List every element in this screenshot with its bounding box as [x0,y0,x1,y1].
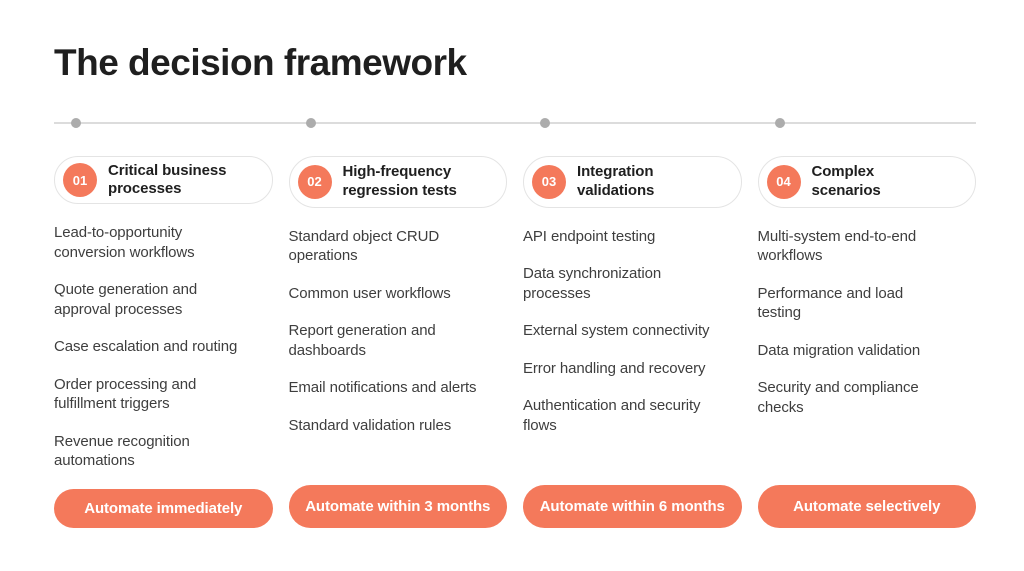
list-item: Data migration validation [757,341,921,359]
list-item: Lead-to-opportunity conversion workflows [54,224,195,261]
column-header-pill: 04 Complex scenarios [757,156,976,208]
column-title: Critical business processes [108,161,227,198]
page-title: The decision framework [54,42,467,83]
timeline-dot [774,118,785,129]
column-header-pill: 03 Integration validations [523,156,742,208]
column-action-button[interactable]: Automate selectively [757,485,976,529]
timeline-dots [54,118,976,129]
list-item: Data synchronization processes [523,265,662,302]
list-item: Report generation and dashboards [288,322,436,359]
timeline-dot [71,118,81,129]
list-item: Standard object CRUD operations [288,227,440,265]
column-title: High-frequency regression tests [342,163,457,199]
list-item: Authentication and security flows [523,397,701,434]
column-number-badge: 02 [297,164,332,199]
list-item: Revenue recognition automations [54,432,190,470]
timeline [54,118,976,129]
list-item: Order processing and fulfillment trigger… [54,375,197,413]
column-header-pill: 02 High-frequency regression tests [288,156,507,208]
list-item: Multi-system end-to-end workflows [757,227,917,265]
columns-row: 01 Critical business processes Lead-to-o… [54,156,977,529]
list-item: Standard validation rules [288,416,452,434]
column-items: Lead-to-opportunity conversion workflows… [54,223,273,489]
list-item: Email notifications and alerts [288,379,477,397]
timeline-dot [305,118,316,129]
list-item: Common user workflows [288,284,451,302]
timeline-line [54,122,976,125]
list-item: API endpoint testing [523,227,656,245]
column-title: Integration validations [577,163,655,199]
framework-column: 03 Integration validations API endpoint … [523,156,742,529]
framework-column: 01 Critical business processes Lead-to-o… [54,156,273,529]
column-header-pill: 01 Critical business processes [54,156,273,205]
column-title: Complex scenarios [811,163,881,199]
framework-column: 02 High-frequency regression tests Stand… [288,156,508,529]
list-item: Performance and load testing [757,284,904,322]
list-item: External system connectivity [523,322,710,340]
column-number-badge: 01 [63,163,97,198]
list-item: Case escalation and routing [54,338,238,356]
column-number-badge: 03 [532,164,566,199]
column-action-button[interactable]: Automate within 3 months [288,485,507,529]
list-item: Security and compliance checks [757,379,919,416]
list-item: Error handling and recovery [523,359,706,377]
timeline-dot [540,118,550,129]
column-number-badge: 04 [766,164,801,199]
list-item: Quote generation and approval processes [54,281,198,318]
column-action-button[interactable]: Automate within 6 months [523,485,742,529]
column-action-button[interactable]: Automate immediately [54,488,273,529]
framework-column: 04 Complex scenarios Multi-system end-to… [757,156,977,529]
